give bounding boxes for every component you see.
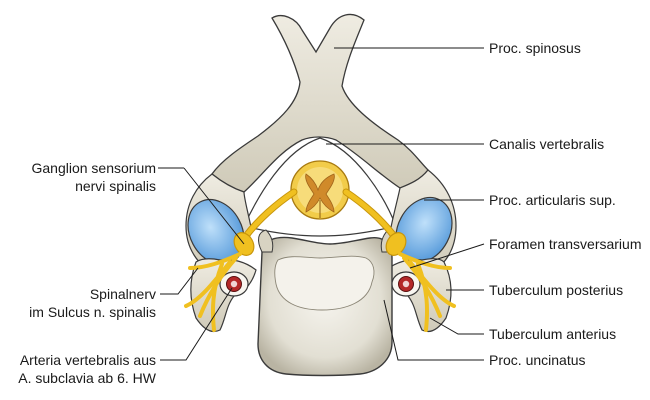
label-arteria: Arteria vertebralis aus A. subclavia ab … [18,351,156,387]
right-artery-lumen [402,280,410,288]
leader-lines-right [326,47,485,361]
right-spinal-nerve [398,252,456,332]
gray-matter [305,173,335,213]
label-ganglion-line2: nervi spinalis [75,178,156,194]
left-nerve-root-fill [243,189,297,239]
left-artery-lumen [230,280,238,288]
label-proc-uncinatus: Proc. uncinatus [489,352,586,368]
label-tuberculum-anterius: Tuberculum anterius [489,326,617,342]
label-canalis-vertebralis: Canalis vertebralis [489,136,605,152]
label-tuberculum-posterius: Tuberculum posterius [489,282,624,298]
vertebral-body-endplate [274,255,375,311]
label-proc-spinosus: Proc. spinosus [489,40,581,56]
label-arteria-line1: Arteria vertebralis aus [19,352,156,368]
spinous-process [211,13,429,193]
label-spinalnerv: Spinalnerv im Sulcus n. spinalis [29,285,156,321]
left-uncinate-process [258,229,274,253]
left-spinal-nerve [184,252,242,332]
label-ganglion: Ganglion sensorium nervi spinalis [31,159,156,195]
label-spinalnerv-line2: im Sulcus n. spinalis [29,304,156,320]
label-foramen-transversarium: Foramen transversarium [489,236,642,252]
right-ganglion [385,232,407,256]
leader-lines-left [158,167,245,361]
label-ganglion-line1: Ganglion sensorium [31,160,156,176]
right-nerve-root-fill [343,189,397,239]
label-proc-articularis: Proc. articularis sup. [489,192,616,208]
label-arteria-line2: A. subclavia ab 6. HW [18,370,156,386]
label-spinalnerv-line1: Spinalnerv [89,286,156,302]
